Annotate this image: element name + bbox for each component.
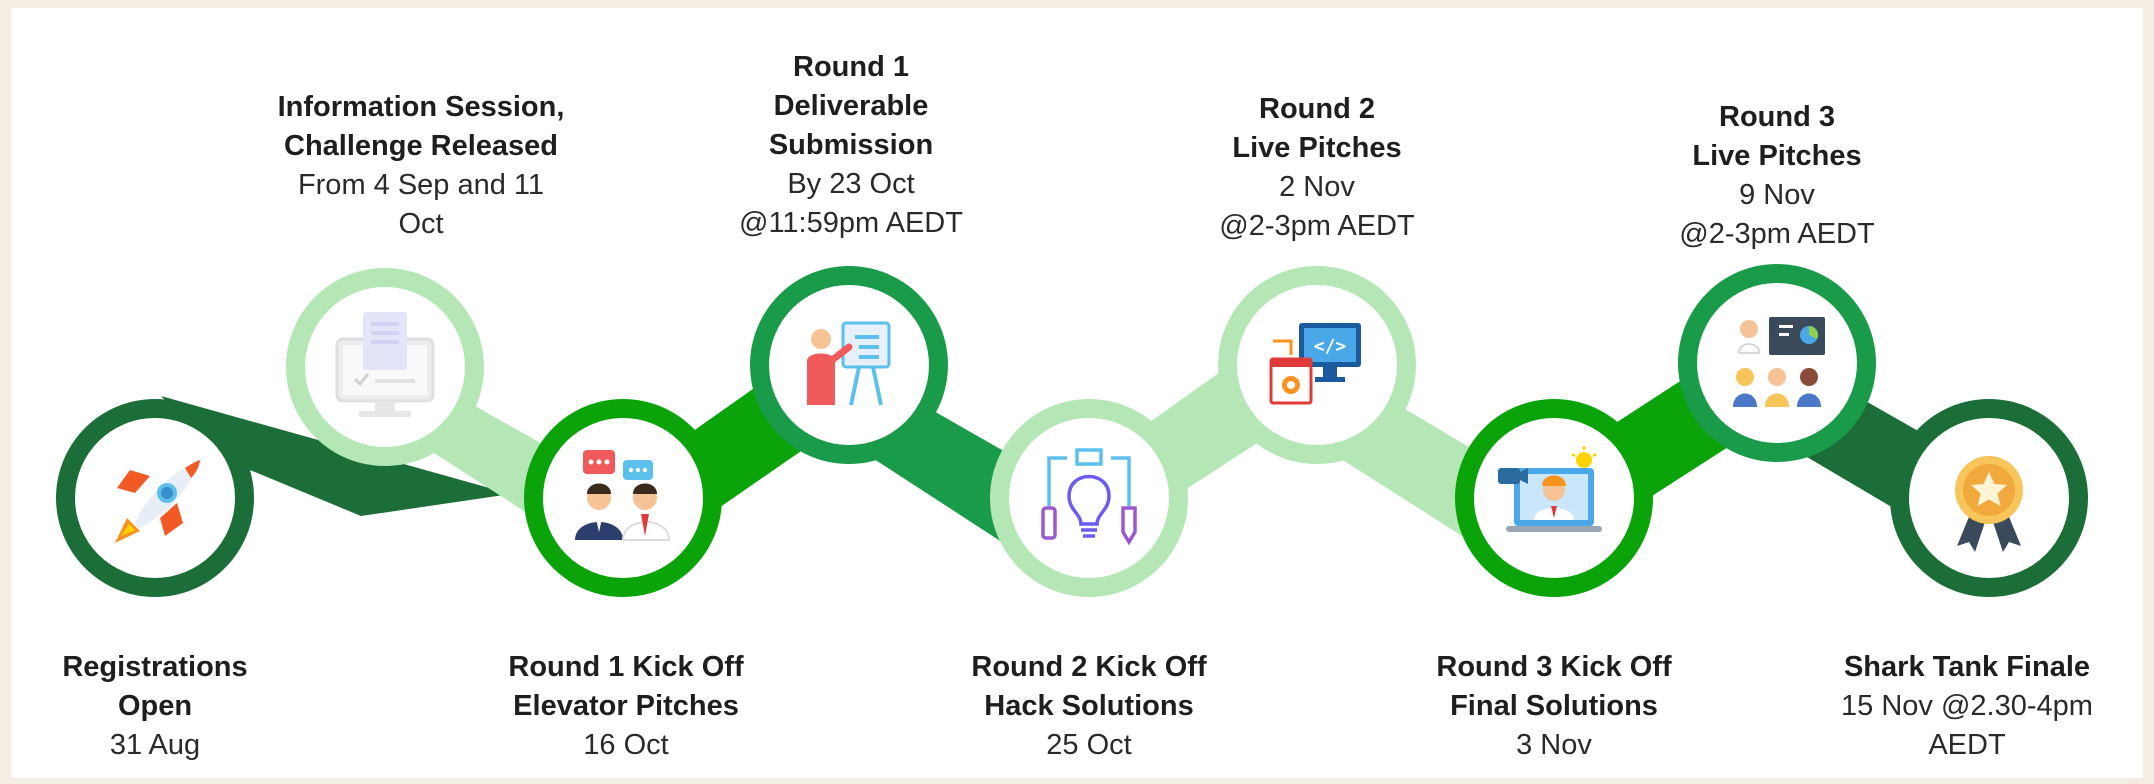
title-line: Live Pitches <box>1692 140 1862 172</box>
milestone-round3-pitches: Round 3 Live Pitches 9 Nov @2-3pm AEDT <box>1627 98 1927 254</box>
detail-line: @2-3pm AEDT <box>1219 210 1415 242</box>
connector-1 <box>161 396 511 516</box>
detail-line: 9 Nov <box>1739 179 1815 211</box>
detail-line: 15 Nov @2.30-4pm <box>1841 690 2093 722</box>
rocket-icon <box>115 460 200 543</box>
title-line: Round 2 Kick Off <box>971 651 1207 683</box>
video-call-idea-icon <box>1498 446 1602 532</box>
title-line: Information Session, <box>277 91 565 123</box>
title-line: Submission <box>768 129 934 161</box>
title-line: Final Solutions <box>1450 690 1658 722</box>
milestone-round2-pitches: Round 2 Live Pitches 2 Nov @2-3pm AEDT <box>1167 90 1467 246</box>
title-line: Elevator Pitches <box>513 690 739 722</box>
milestone-round3-kickoff: Round 3 Kick Off Final Solutions 3 Nov <box>1404 648 1704 765</box>
ring-round3-pitches <box>1678 264 1876 462</box>
title-line: Shark Tank Finale <box>1843 651 2091 683</box>
title-line: Live Pitches <box>1232 132 1402 164</box>
title-line: Challenge Released <box>284 130 558 162</box>
award-medal-icon <box>1955 456 2023 552</box>
code-monitor-icon: </> <box>1269 323 1361 405</box>
detail-line: 31 Aug <box>109 729 201 761</box>
timeline-card: </> <box>11 8 2143 778</box>
detail-line: 25 Oct <box>1046 729 1132 761</box>
computer-document-icon <box>335 312 435 417</box>
elevator-pitch-people-icon <box>575 450 671 541</box>
detail-line: Oct <box>398 208 444 240</box>
presenter-board-icon <box>807 321 891 406</box>
timeline-track: </> <box>56 264 2088 597</box>
detail-line: AEDT <box>1928 729 2006 761</box>
title-line: Open <box>117 690 193 722</box>
milestone-registrations: Registrations Open 31 Aug <box>5 648 305 765</box>
detail-line: 16 Oct <box>583 729 669 761</box>
detail-line: 3 Nov <box>1516 729 1592 761</box>
detail-line: @2-3pm AEDT <box>1679 218 1875 250</box>
detail-line: By 23 Oct <box>787 168 915 200</box>
milestone-round1-submission: Round 1 Deliverable Submission By 23 Oct… <box>701 48 1001 243</box>
ring-round2-kickoff <box>990 399 1188 597</box>
title-line: Hack Solutions <box>984 690 1194 722</box>
detail-line: From 4 Sep and 11 <box>297 169 545 201</box>
title-line: Round 3 <box>1719 101 1835 133</box>
audience-presentation-icon <box>1733 317 1825 407</box>
detail-line: 2 Nov <box>1279 171 1355 203</box>
title-line: Round 1 Kick Off <box>508 651 744 683</box>
detail-line: @11:59pm AEDT <box>739 207 963 239</box>
title-line: Round 2 <box>1259 93 1375 125</box>
title-line: Registrations <box>62 651 248 683</box>
milestone-information-session: Information Session, Challenge Released … <box>261 88 581 244</box>
title-line: Round 3 Kick Off <box>1436 651 1672 683</box>
title-line: Round 1 <box>793 51 909 83</box>
svg-text:</>: </> <box>1314 336 1347 357</box>
milestone-shark-tank: Shark Tank Finale 15 Nov @2.30-4pm AEDT <box>1817 648 2117 765</box>
milestone-round1-kickoff: Round 1 Kick Off Elevator Pitches 16 Oct <box>476 648 776 765</box>
lightbulb-hack-icon <box>1041 448 1137 546</box>
ring-information-session <box>286 268 484 466</box>
milestone-round2-kickoff: Round 2 Kick Off Hack Solutions 25 Oct <box>939 648 1239 765</box>
title-line: Deliverable <box>773 90 929 122</box>
ring-round1-kickoff <box>524 399 722 597</box>
